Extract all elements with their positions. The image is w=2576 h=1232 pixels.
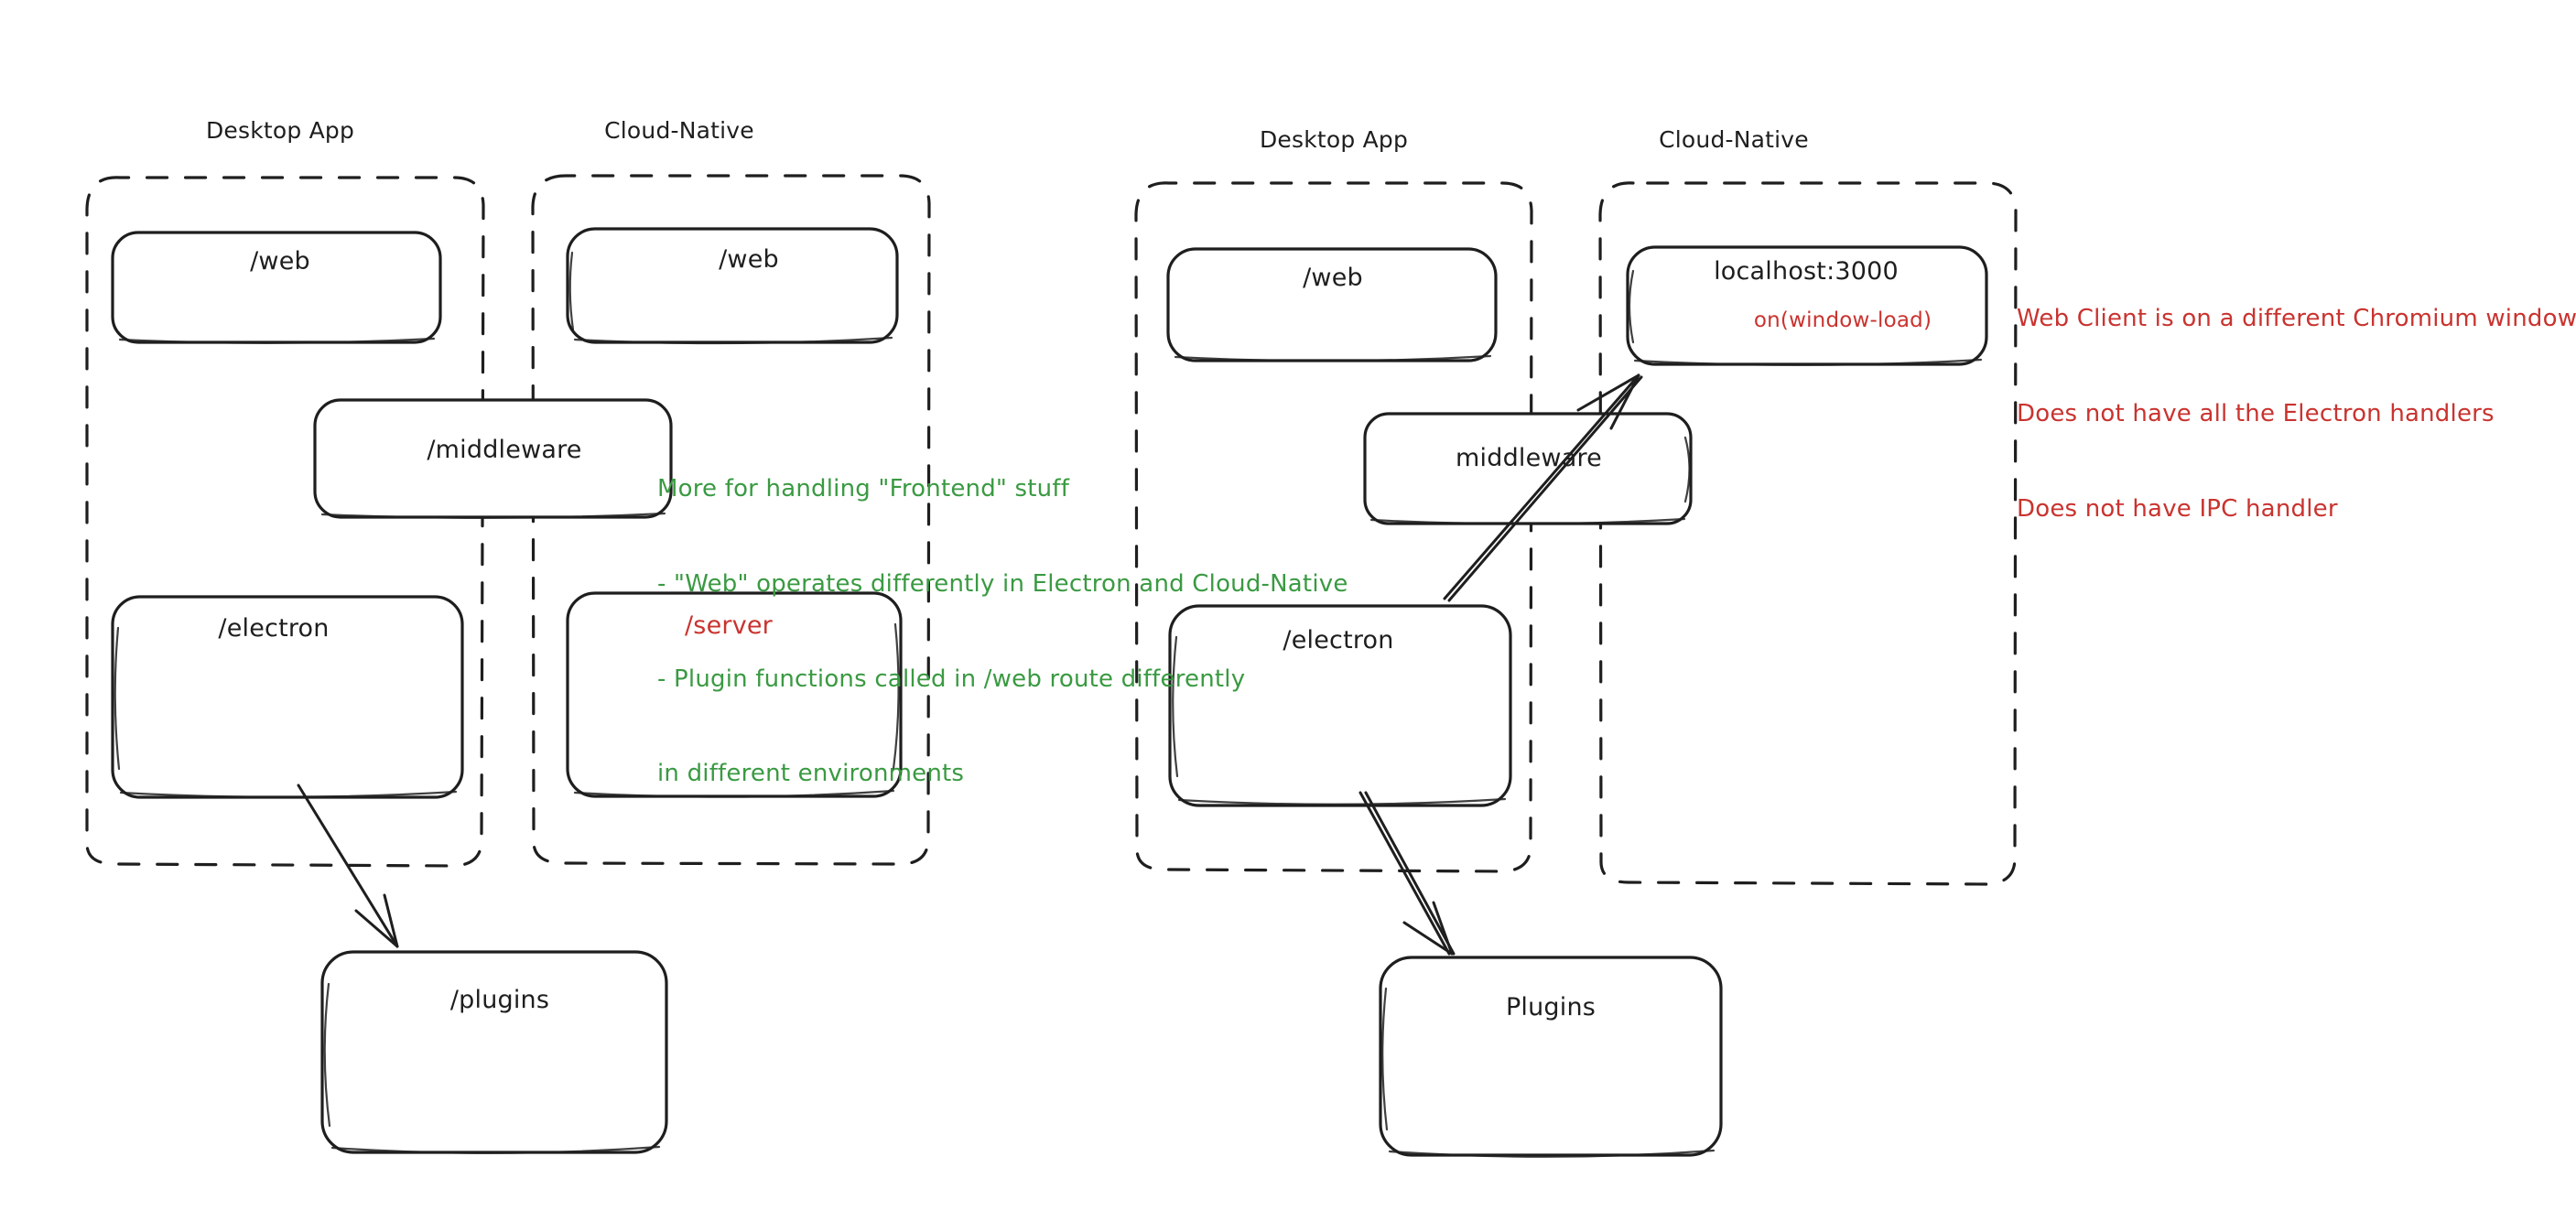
node-right-middleware[interactable]: [1365, 414, 1691, 524]
connector-left-electron-to-plugins: [297, 784, 399, 948]
annotation-green-line-2: - "Web" operates differently in Electron…: [657, 569, 1348, 598]
annotation-green-line-3: - Plugin functions called in /web route …: [657, 665, 1246, 693]
node-left-plugins[interactable]: [322, 952, 666, 1152]
group-label-right-desktop: Desktop App: [1259, 126, 1409, 153]
annotation-red-line-1: Web Client is on a different Chromium wi…: [2017, 305, 2576, 333]
annotation-green-line-4: in different environments: [657, 760, 965, 788]
node-right-electron[interactable]: [1170, 606, 1510, 805]
annotation-red-note: Web Client is on a different Chromium wi…: [2017, 240, 2576, 588]
box-label-left-cloud-web: /web: [719, 245, 779, 274]
annotation-green-note: More for handling "Frontend" stuff - "We…: [657, 410, 1348, 853]
group-label-right-cloud: Cloud-Native: [1659, 126, 1809, 153]
node-right-localhost[interactable]: [1628, 247, 1986, 364]
group-label-left-cloud: Cloud-Native: [604, 117, 754, 144]
node-left-desktop-web[interactable]: [113, 232, 440, 342]
box-label-left-server: /server: [685, 611, 773, 640]
box-label-right-desktop-web: /web: [1303, 264, 1363, 292]
connector-right-electron-to-plugins: [1358, 791, 1456, 956]
box-label-right-middleware: middleware: [1456, 444, 1602, 472]
node-right-desktop-web[interactable]: [1168, 249, 1496, 361]
annotation-green-line-1: More for handling "Frontend" stuff: [657, 475, 1070, 503]
node-left-electron[interactable]: [113, 597, 462, 797]
group-label-left-desktop: Desktop App: [205, 117, 355, 144]
node-left-middleware[interactable]: [315, 400, 671, 517]
box-label-left-electron: /electron: [218, 614, 330, 643]
box-label-left-middleware: /middleware: [427, 436, 582, 464]
box-label-right-electron: /electron: [1283, 626, 1394, 654]
annotation-red-line-2: Does not have all the Electron handlers: [2017, 399, 2495, 427]
annotation-red-line-3: Does not have IPC handler: [2017, 494, 2338, 523]
box-label-right-localhost: localhost:3000: [1714, 257, 1899, 286]
node-right-plugins[interactable]: [1380, 957, 1721, 1155]
box-sublabel-right-localhost-on-window-load: on(window-load): [1753, 308, 1932, 332]
node-left-cloud-web[interactable]: [568, 229, 897, 342]
box-label-left-desktop-web: /web: [250, 247, 310, 276]
box-label-left-plugins: /plugins: [449, 986, 550, 1014]
node-left-server[interactable]: [568, 593, 901, 796]
box-label-right-plugins: Plugins: [1505, 993, 1596, 1021]
